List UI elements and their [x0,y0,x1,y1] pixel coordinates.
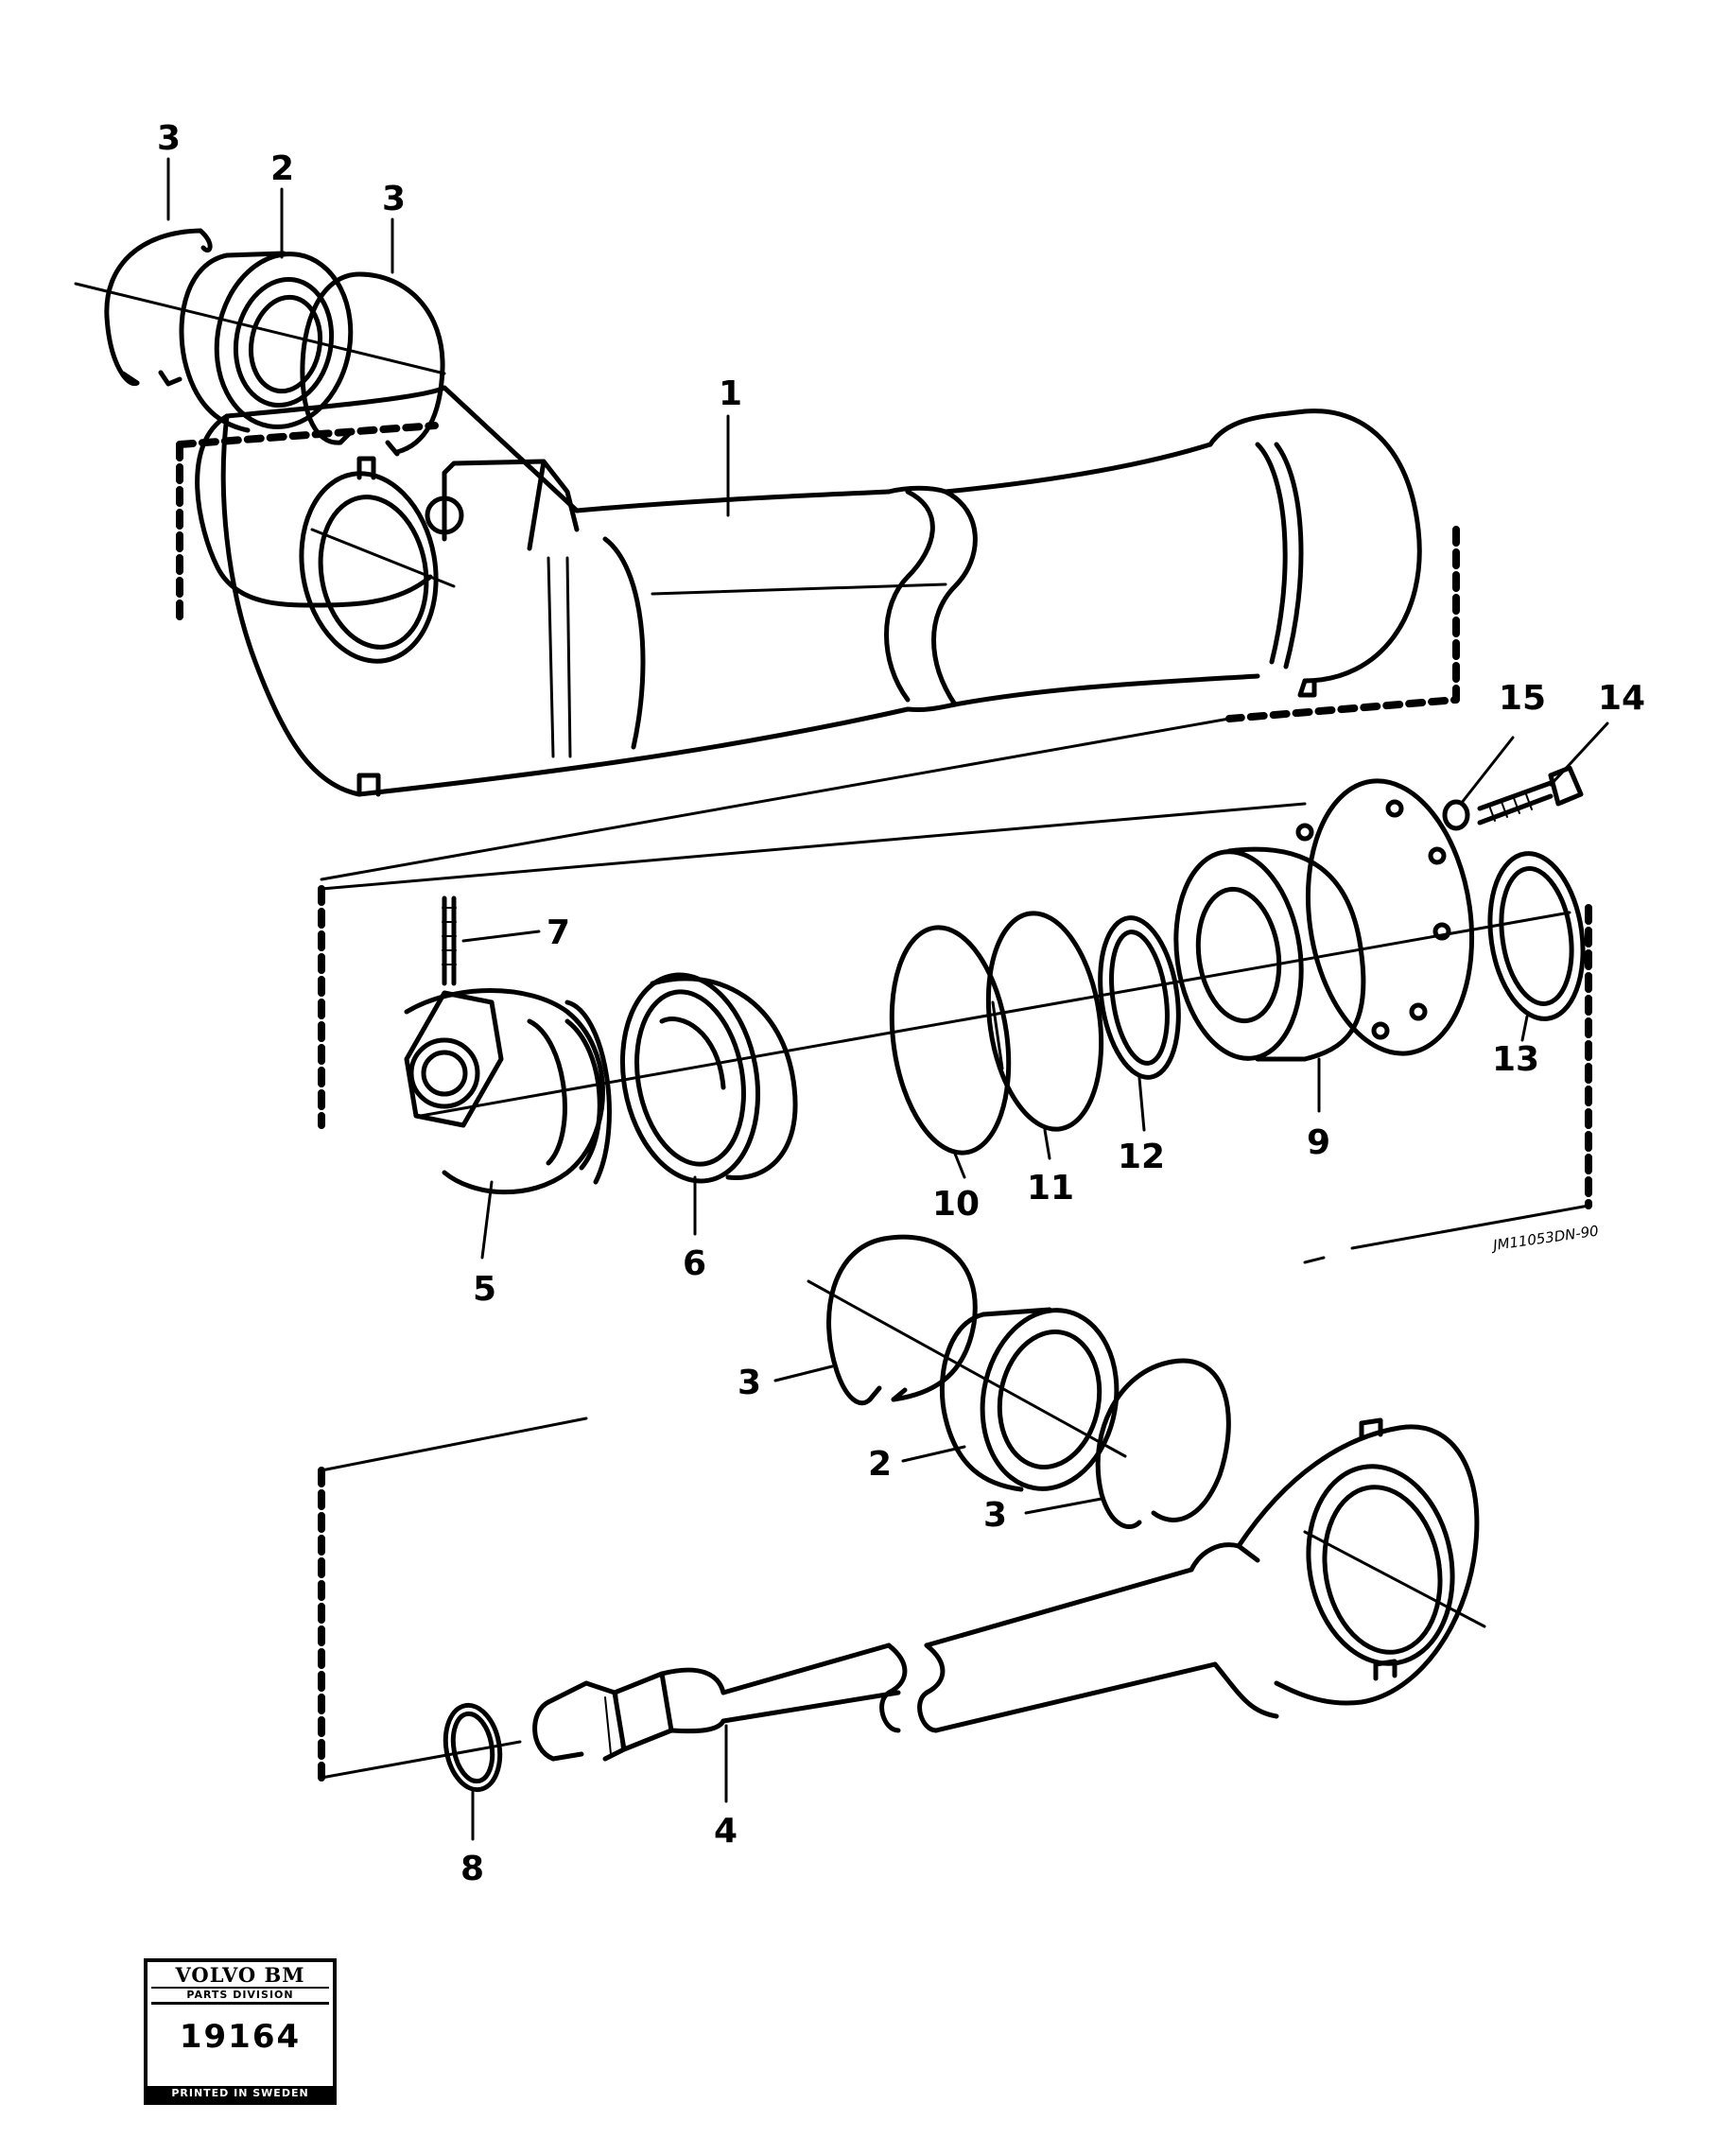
back-up-ring [1487,851,1586,1021]
callout-5: 5 [473,1270,496,1309]
callout-3-top-left: 3 [157,119,181,158]
axis-line-bottom-bearing [807,1279,1127,1458]
volvo-bm-parts-stamp: VOLVO BM PARTS DIVISION 19164 PRINTED IN… [144,1958,337,2105]
washer [1442,799,1470,831]
callout-11: 11 [1027,1169,1074,1208]
callout-12: 12 [1118,1138,1165,1176]
wiper-ring [1098,915,1181,1080]
callout-labels: 3 2 3 1 15 14 7 13 9 12 11 10 6 5 3 2 3 … [157,119,1645,1888]
leader-7 [461,930,541,943]
piston [1173,778,1475,1062]
bleed-screw [442,895,457,986]
leader-3-bottom-lower [1024,1497,1103,1515]
callout-1: 1 [719,374,742,413]
cylinder-head [404,988,612,1195]
assembly-line-2 [320,802,1590,1264]
callout-8: 8 [460,1850,484,1888]
callout-9: 9 [1307,1123,1330,1162]
callout-4: 4 [714,1812,738,1851]
callout-10: 10 [932,1185,980,1224]
drawing-code: JM11053DN-90 [1489,1222,1600,1254]
assembly-dash-left-1 [176,422,439,628]
seal-ring [985,911,1104,1132]
callout-3-top-right: 3 [382,180,406,218]
callout-14: 14 [1598,679,1645,718]
retaining-ring-bottom-lower [1095,1358,1231,1529]
leader-5 [480,1180,494,1260]
piston-seal [619,972,798,1184]
assembly-dash-right-1 [1225,526,1460,722]
cap-screw [1477,765,1584,826]
leader-10 [953,1152,966,1179]
leader-12 [1137,1076,1146,1132]
leader-3-bottom-upper [773,1364,834,1382]
assembly-line-1 [320,717,1231,881]
stamp-number: 19164 [179,2018,302,2056]
callout-2-top: 2 [270,149,294,188]
leader-14 [1549,721,1609,787]
ring-gap [991,1000,1004,1070]
retaining-ring-top-left [104,228,213,387]
leader-15 [1459,736,1515,806]
callout-15: 15 [1499,679,1546,718]
callout-6: 6 [683,1244,706,1283]
callout-2-bottom: 2 [868,1445,892,1484]
stamp-printed: PRINTED IN SWEDEN [148,2086,333,2101]
leader-2-bottom [901,1445,966,1463]
retaining-ring-bottom-upper [826,1234,978,1406]
piston-rod [532,1417,1486,1762]
callout-3-bottom-lower: 3 [983,1496,1007,1535]
guide-ring [889,925,1012,1156]
spherical-bearing-bottom [939,1307,1120,1492]
leader-11 [1043,1128,1051,1160]
callout-3-bottom-upper: 3 [738,1364,761,1402]
spherical-bearing-top [179,251,354,433]
callout-13: 13 [1492,1040,1539,1079]
axis-line-top-bearing [74,282,446,375]
stamp-brand: VOLVO BM [175,1963,305,1987]
o-ring [443,1702,503,1793]
stamp-division: PARTS DIVISION [151,1987,329,2005]
assembly-line-3 [320,1417,588,1780]
leader-13 [1520,1015,1529,1042]
cylinder-tube [195,385,1422,797]
callout-7: 7 [547,913,570,952]
